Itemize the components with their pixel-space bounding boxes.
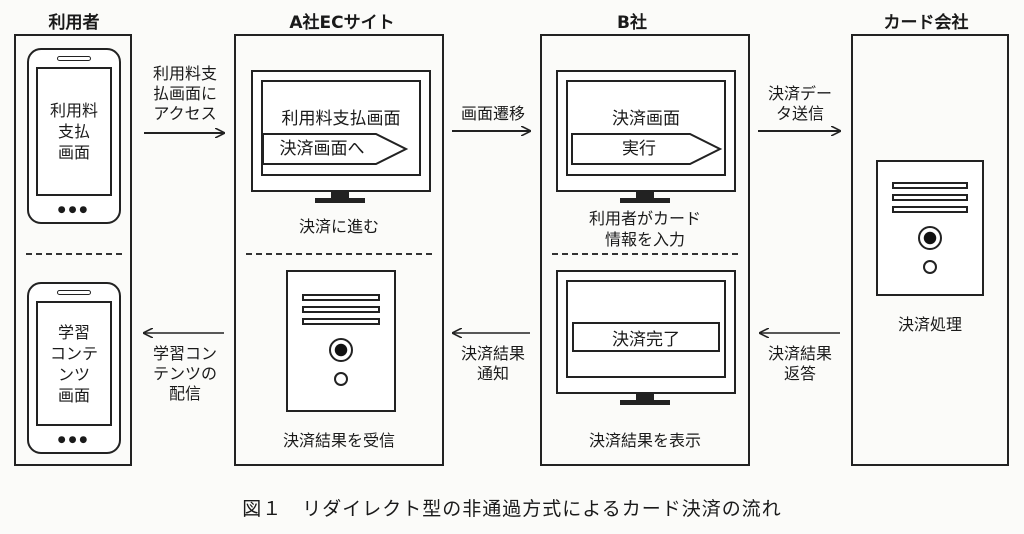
speaker-icon <box>57 56 91 61</box>
monitor-stand-neck <box>636 394 654 400</box>
drive-bay <box>892 194 968 201</box>
speaker-icon <box>57 290 91 295</box>
drive-bay <box>302 306 380 313</box>
company-a-step-proceed: 決済に進む <box>298 217 379 236</box>
company-b-result-monitor <box>556 270 736 394</box>
status-light-icon <box>334 372 348 386</box>
label-send-payment-data: 決済デー タ送信 <box>767 84 832 123</box>
company-a-divider <box>246 253 432 255</box>
user-divider <box>26 253 122 255</box>
column-title-company-b: B社 <box>617 13 647 33</box>
label-deliver-content: 学習コン テンツの 配信 <box>152 344 217 403</box>
checkout-screen-title: 決済画面 <box>612 109 680 129</box>
pointer-button-shape-a <box>262 133 409 165</box>
execute-button: 実行 <box>622 139 656 159</box>
phone-screen-payment: 利用料 支払 画面 <box>36 67 112 196</box>
phone-screen-content: 学習 コンテ ンツ 画面 <box>36 301 112 426</box>
payment-screen-title: 利用料支払画面 <box>281 109 401 129</box>
monitor-screen: 利用料支払画面 <box>261 80 421 176</box>
drive-bay <box>302 294 380 301</box>
monitor-screen <box>566 280 726 378</box>
label-access-payment-screen: 利用料支 払画面に アクセス <box>152 64 217 123</box>
power-button-icon <box>918 226 942 250</box>
label-payment-notify: 決済結果 通知 <box>460 344 525 383</box>
status-light-icon <box>923 260 937 274</box>
phone-buttons-icon: ●●● <box>57 205 91 215</box>
drive-bay <box>892 206 968 213</box>
company-a-server <box>286 270 396 412</box>
card-step-process: 決済処理 <box>897 315 962 334</box>
monitor-stand-neck <box>331 192 349 198</box>
monitor-stand-base <box>620 198 670 203</box>
monitor-screen: 決済画面 <box>566 80 726 176</box>
label-screen-transition: 画面遷移 <box>460 104 525 123</box>
monitor-stand-base <box>315 198 365 203</box>
label-payment-reply: 決済結果 返答 <box>767 344 832 383</box>
smartphone-bottom: 学習 コンテ ンツ 画面 ●●● <box>27 282 121 454</box>
phone-buttons-icon: ●●● <box>57 435 91 445</box>
smartphone-top: 利用料 支払 画面 ●●● <box>27 48 121 224</box>
column-title-card: カード会社 <box>883 13 969 33</box>
pointer-button-shape-b <box>571 133 723 165</box>
column-title-company-a: A社ECサイト <box>289 13 395 33</box>
payment-complete-box: 決済完了 <box>572 322 720 352</box>
drive-bay <box>302 318 380 325</box>
go-to-checkout-button: 決済画面へ <box>279 139 365 159</box>
company-a-step-receive: 決済結果を受信 <box>282 431 395 450</box>
company-b-monitor: 決済画面 <box>556 70 736 192</box>
company-b-divider <box>552 253 738 255</box>
drive-bay <box>892 182 968 189</box>
company-b-step-enter-card: 利用者がカード 情報を入力 <box>588 209 701 249</box>
company-b-step-show-result: 決済結果を表示 <box>588 431 701 450</box>
monitor-stand-base <box>620 400 670 405</box>
company-a-monitor: 利用料支払画面 <box>251 70 431 192</box>
power-button-icon <box>329 338 353 362</box>
card-company-server <box>876 160 984 296</box>
column-title-user: 利用者 <box>48 13 100 33</box>
monitor-stand-neck <box>636 192 654 198</box>
figure-caption: 図１ リダイレクト型の非通過方式によるカード決済の流れ <box>242 498 782 520</box>
